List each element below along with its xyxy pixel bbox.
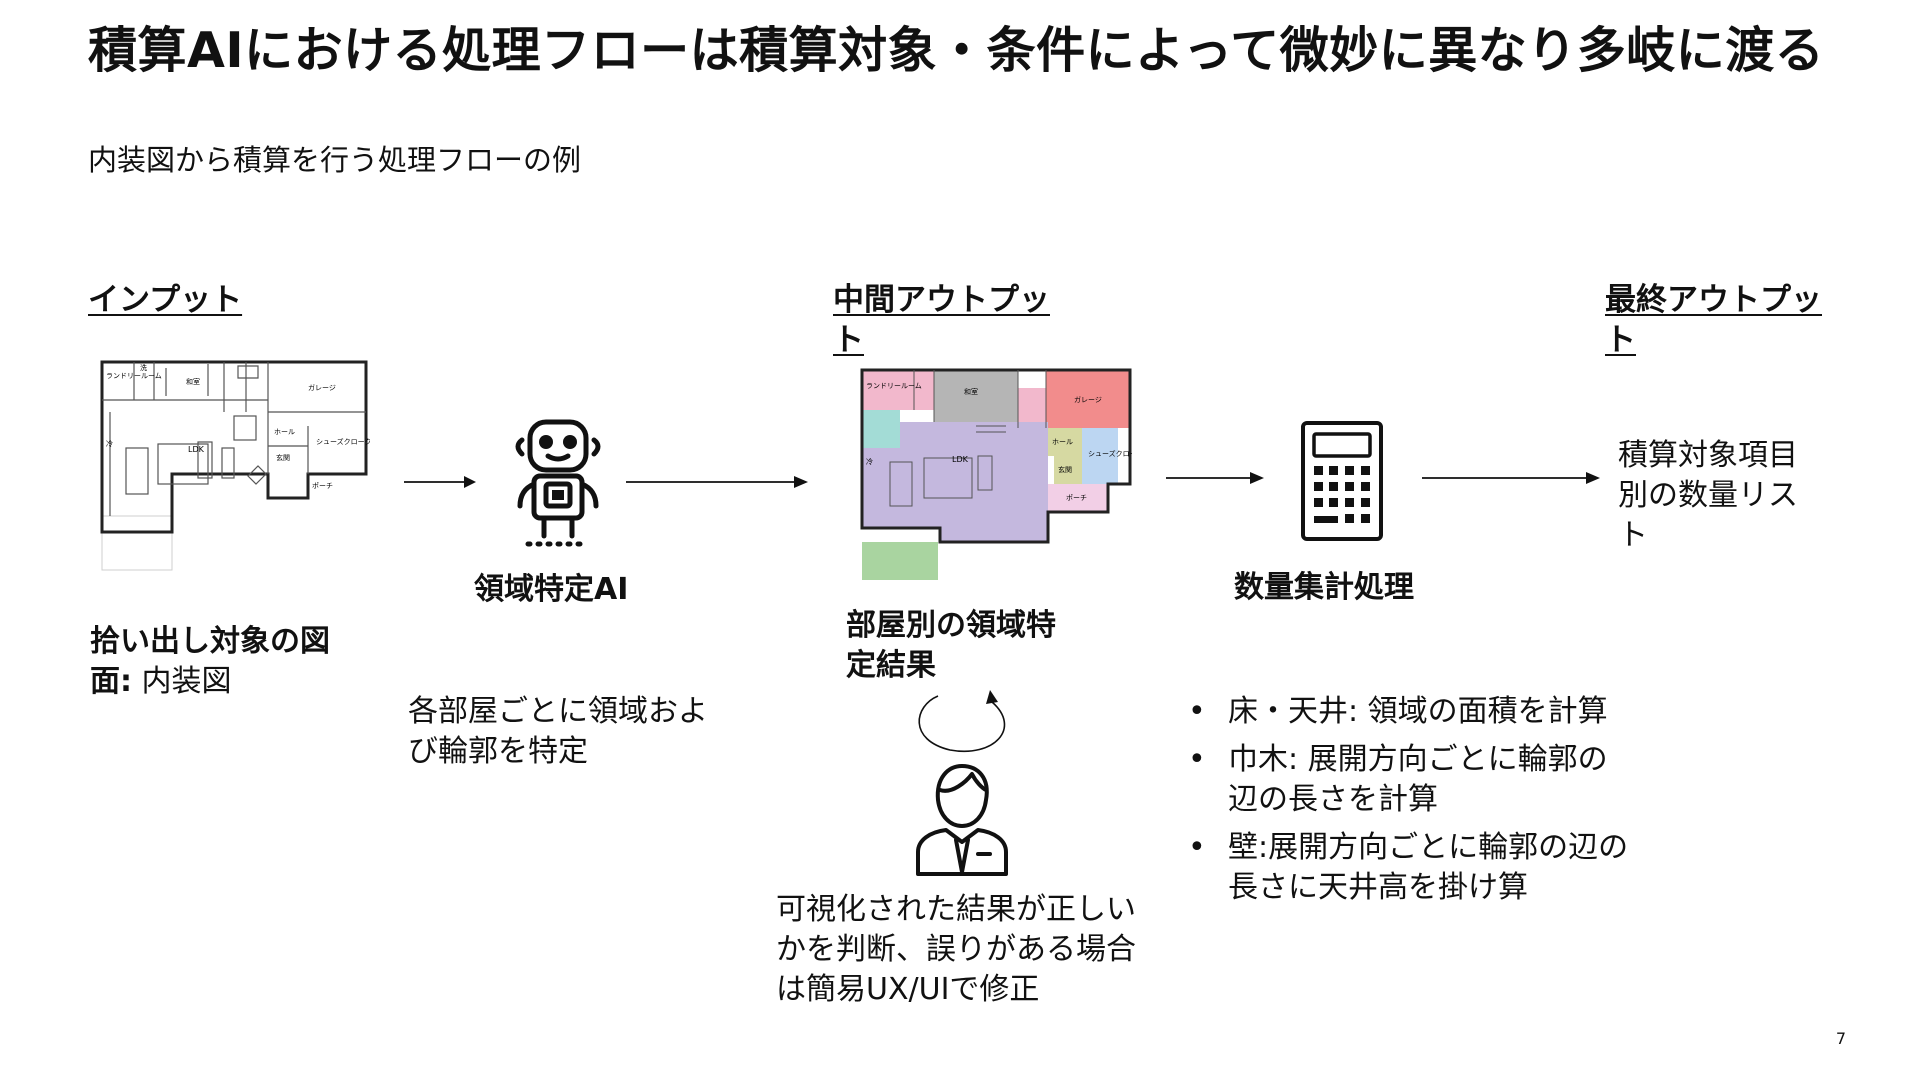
region-closet (1018, 388, 1046, 428)
calc-bullet-baseboard: 巾木: 展開方向ごとに輪郭の辺の長さを計算 (1182, 740, 1632, 820)
calc-bullet-floor: 床・天井: 領域の面積を計算 (1182, 692, 1632, 732)
fp2-washitsu-label: 和室 (964, 387, 978, 396)
arrow-right-icon (626, 476, 808, 488)
fp2-hall-label: ホール (1052, 438, 1073, 446)
region-washitsu (934, 370, 1018, 422)
segmented-floorplan-image: ランドリールーム 和室 ガレージ ホール シューズクローク 玄関 LDK ポーチ… (860, 368, 1132, 580)
fp1-porch-label: ポーチ (312, 482, 333, 490)
human-review-description: 可視化された結果が正しいかを判断、誤りがある場合は簡易UX/UIで修正 (776, 892, 1136, 1007)
fp2-shoes-label: シューズクローク (1088, 449, 1132, 458)
calc-bullet-wall: 壁:展開方向ごとに輪郭の辺の長さに天井高を掛け算 (1182, 828, 1632, 908)
fp1-shoes-label: シューズクローク (316, 437, 370, 446)
region-shoes (1082, 428, 1118, 484)
calculator-icon (1301, 421, 1383, 541)
region-garage (1046, 370, 1130, 428)
region-porch (1048, 484, 1108, 512)
heading-final: 最終アウトプット (1605, 282, 1822, 358)
fp2-porch-label: ポーチ (1066, 494, 1087, 502)
heading-middle: 中間アウトプット (833, 282, 1050, 358)
input-label-plain: 内装図 (132, 664, 232, 699)
calc-step-label: 数量集計処理 (1234, 570, 1414, 605)
fp2-laundry-label: ランドリールーム (866, 382, 922, 390)
robot-icon (515, 419, 601, 547)
fp2-entrance-label: 玄関 (1058, 465, 1072, 474)
region-garden (862, 542, 938, 580)
fp1-fridge-label: 冷 (106, 439, 113, 448)
loop-arrow-icon (918, 690, 1006, 753)
ai-step-description: 各部屋ごとに領域および輪郭を特定 (408, 694, 708, 769)
region-laundry (862, 370, 914, 410)
middle-output-label: 部屋別の領域特定結果 (846, 608, 1056, 683)
fp2-garage-label: ガレージ (1074, 395, 1102, 404)
slide-subtitle: 内装図から積算を行う処理フローの例 (88, 143, 582, 177)
region-entrance (1054, 456, 1082, 484)
input-label: 拾い出し対象の図面: 内装図 (90, 622, 350, 702)
arrow-right-icon (404, 476, 476, 488)
input-label-bold: 拾い出し対象の図面: (90, 624, 330, 699)
fp1-wash-label: 洗 (140, 363, 147, 372)
page-number: 7 (1835, 1029, 1846, 1048)
arrow-right-icon (1166, 472, 1264, 484)
arrow-right-icon (1422, 472, 1600, 484)
fp1-hall-label: ホール (274, 428, 295, 436)
fp2-ldk-label: LDK (952, 455, 969, 464)
fp1-ldk-label: LDK (188, 445, 205, 454)
slide-title: 積算AIにおける処理フローは積算対象・条件によって微妙に異なり多岐に渡る (88, 22, 1825, 79)
person-icon (916, 764, 1008, 876)
region-teal (862, 410, 900, 448)
ai-step-label: 領域特定AI (474, 572, 629, 607)
region-wash (914, 370, 934, 410)
fp1-washitsu-label: 和室 (186, 377, 200, 386)
region-hall (1048, 428, 1082, 456)
fp1-entrance-label: 玄関 (276, 453, 290, 462)
final-output-text: 積算対象項目別の数量リスト (1618, 438, 1798, 553)
fp2-fridge-label: 冷 (866, 457, 873, 466)
input-floorplan-image: ランドリールーム 洗 和室 ガレージ ホール シューズクローク 玄関 LDK ポ… (100, 360, 370, 571)
fp1-garage-label: ガレージ (308, 383, 336, 392)
heading-input: インプット (88, 282, 243, 318)
region-ldk (862, 422, 1048, 542)
fp1-laundry-label: ランドリールーム (106, 372, 162, 380)
calc-bullet-list: 床・天井: 領域の面積を計算 巾木: 展開方向ごとに輪郭の辺の長さを計算 壁:展… (1182, 692, 1632, 916)
